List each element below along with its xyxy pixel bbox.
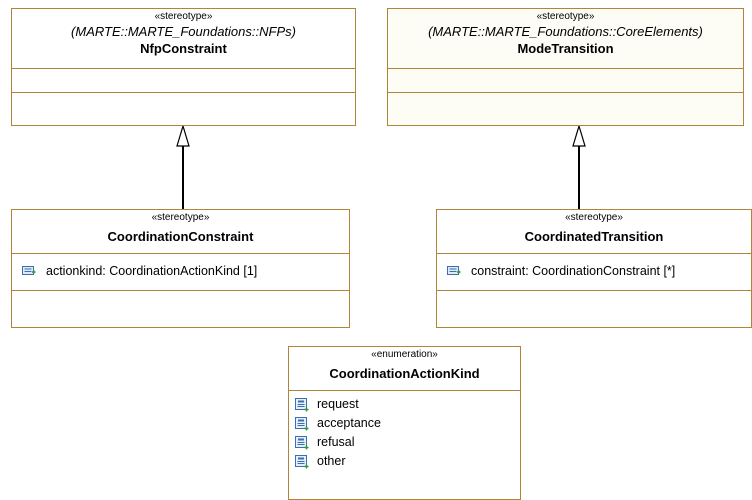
- compartment-divider: [388, 92, 743, 93]
- stereotype-label: «stereotype»: [154, 11, 213, 22]
- literal-text: other: [317, 454, 346, 468]
- class-name: CoordinatedTransition: [524, 229, 664, 244]
- literal-text: refusal: [317, 435, 355, 449]
- class-name: ModeTransition: [517, 41, 614, 56]
- enum-literal-request[interactable]: request: [295, 396, 359, 413]
- enum-literal-other[interactable]: other: [295, 453, 346, 470]
- class-coordinationconstraint[interactable]: «stereotype» CoordinationConstraint acti…: [11, 209, 350, 328]
- class-name: CoordinationConstraint: [107, 229, 254, 244]
- enumeration-literal-icon: [295, 435, 309, 450]
- enumeration-name: CoordinationActionKind: [329, 366, 480, 381]
- literal-text: request: [317, 397, 359, 411]
- enum-literal-refusal[interactable]: refusal: [295, 434, 355, 451]
- stereotype-label: «stereotype»: [536, 11, 595, 22]
- attribute-row[interactable]: actionkind: CoordinationActionKind [1]: [22, 263, 257, 279]
- literal-text: acceptance: [317, 416, 381, 430]
- enumeration-literal-icon: [295, 454, 309, 469]
- stereotype-label: «enumeration»: [371, 349, 438, 360]
- package-qualifier: (MARTE::MARTE_Foundations::CoreElements): [428, 24, 703, 39]
- property-icon: [447, 265, 461, 277]
- enum-literal-acceptance[interactable]: acceptance: [295, 415, 381, 432]
- compartment-divider: [12, 290, 349, 291]
- compartment-divider: [12, 253, 349, 254]
- class-modetransition[interactable]: «stereotype» (MARTE::MARTE_Foundations::…: [387, 8, 744, 126]
- attribute-text: constraint: CoordinationConstraint [*]: [471, 264, 676, 278]
- enumeration-literal-icon: [295, 416, 309, 431]
- class-name: NfpConstraint: [140, 41, 227, 56]
- enumeration-coordinationactionkind[interactable]: «enumeration» CoordinationActionKind req…: [288, 346, 521, 500]
- compartment-divider: [289, 390, 520, 391]
- generalization-coordinationconstraint-to-nfpconstraint: [176, 123, 190, 209]
- stereotype-label: «stereotype»: [151, 212, 210, 223]
- compartment-divider: [437, 253, 751, 254]
- class-coordinatedtransition[interactable]: «stereotype» CoordinatedTransition const…: [436, 209, 752, 328]
- compartment-divider: [388, 68, 743, 69]
- compartment-divider: [12, 92, 355, 93]
- enumeration-literal-icon: [295, 397, 309, 412]
- compartment-divider: [437, 290, 751, 291]
- class-nfpconstraint[interactable]: «stereotype» (MARTE::MARTE_Foundations::…: [11, 8, 356, 126]
- package-qualifier: (MARTE::MARTE_Foundations::NFPs): [71, 24, 296, 39]
- attribute-row[interactable]: constraint: CoordinationConstraint [*]: [447, 263, 675, 279]
- attribute-text: actionkind: CoordinationActionKind [1]: [46, 264, 258, 278]
- property-icon: [22, 265, 36, 277]
- compartment-divider: [12, 68, 355, 69]
- stereotype-label: «stereotype»: [565, 212, 623, 223]
- generalization-coordinatedtransition-to-modetransition: [572, 123, 586, 209]
